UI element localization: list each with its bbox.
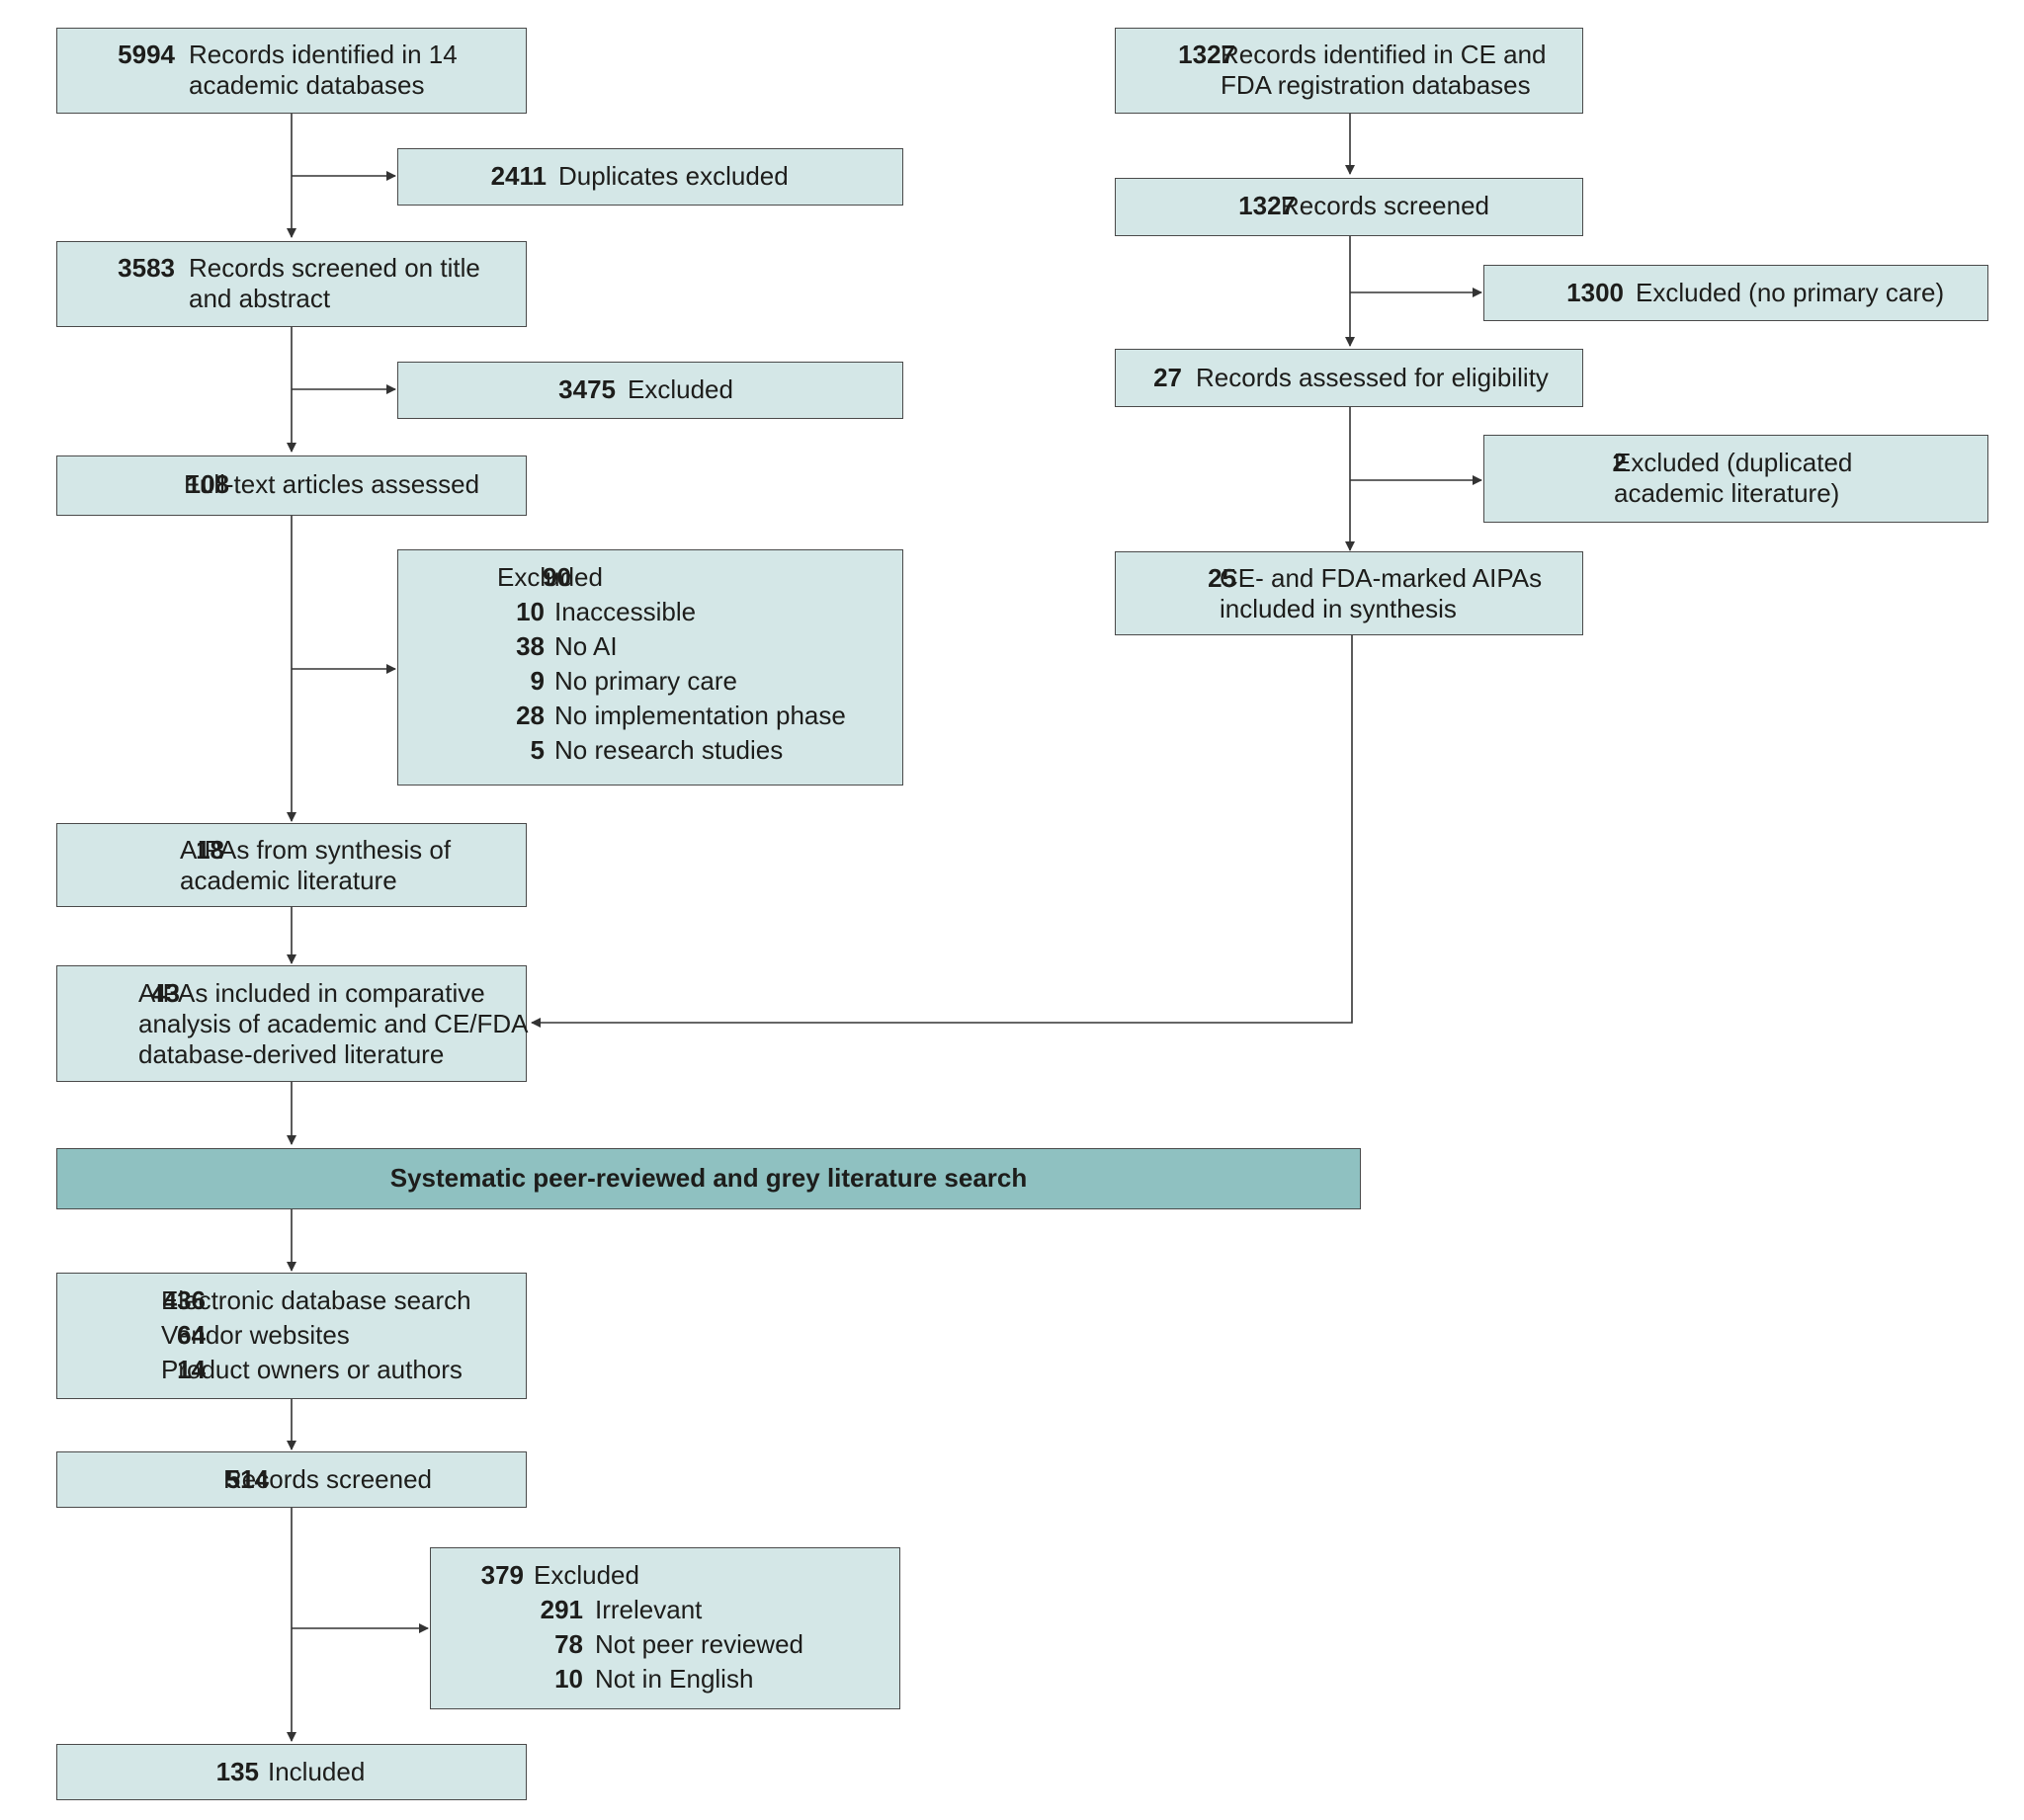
count: 90 <box>543 562 571 592</box>
reason-label: Not peer reviewed <box>595 1629 803 1659</box>
box-excluded-3475: 3475 Excluded <box>397 362 903 419</box>
search-banner: Systematic peer-reviewed and grey litera… <box>56 1148 1361 1209</box>
label-line-1: Records identified in 14 <box>189 40 458 69</box>
label-line-3: database-derived literature <box>138 1039 445 1069</box>
label-line-2: and abstract <box>189 284 331 313</box>
label: Excluded <box>534 1560 639 1590</box>
count: 514 <box>225 1464 269 1494</box>
box-registry-screened: 1327 Records screened <box>1115 178 1583 236</box>
reason-count: 291 <box>540 1595 583 1624</box>
box-registry-included: 25 CE- and FDA-marked AIPAs included in … <box>1115 551 1583 635</box>
label-line-2: analysis of academic and CE/FDA <box>138 1009 529 1038</box>
count: 27 <box>1153 363 1182 392</box>
label-line-2: academic literature <box>180 866 397 895</box>
label-line-2: academic databases <box>189 70 425 100</box>
label: Records assessed for eligibility <box>1196 363 1549 392</box>
source-count: 14 <box>177 1355 206 1384</box>
reason-label: Irrelevant <box>595 1595 703 1624</box>
label: Duplicates excluded <box>558 161 789 191</box>
label-line-1: Records screened on title <box>189 253 480 283</box>
label-line-1: AIPAs from synthesis of <box>180 835 452 865</box>
count: 1327 <box>1238 191 1296 220</box>
label: Excluded <box>497 562 603 592</box>
label: Records screened <box>223 1464 432 1494</box>
count: 379 <box>480 1560 524 1590</box>
reason-count: 5 <box>530 735 545 765</box>
box-academic-synthesis: 18 AIPAs from synthesis of academic lite… <box>56 823 527 907</box>
count: 18 <box>196 835 224 865</box>
reason-count: 78 <box>554 1629 583 1659</box>
box-comparative-analysis: 43 AIPAs included in comparative analysi… <box>56 965 529 1082</box>
count: 5994 <box>118 40 175 69</box>
count: 1327 <box>1178 40 1235 69</box>
box-search-screened: 514 Records screened <box>56 1451 527 1508</box>
source-label: Electronic database search <box>161 1285 471 1315</box>
count: 135 <box>215 1757 259 1786</box>
label: Excluded <box>628 374 733 404</box>
source-label: Product owners or authors <box>161 1355 463 1384</box>
box-fulltext-excluded: 90 Excluded 10 Inaccessible 38 No AI 9 N… <box>397 549 903 786</box>
reason-count: 10 <box>554 1664 583 1694</box>
count: 25 <box>1208 563 1236 593</box>
box-screened-title-abstract: 3583 Records screened on title and abstr… <box>56 241 527 327</box>
label: Full-text articles assessed <box>184 469 480 499</box>
label-line-1: Excluded (duplicated <box>1614 448 1853 477</box>
label-line-1: Records identified in CE and <box>1221 40 1547 69</box>
label-line-2: included in synthesis <box>1220 594 1457 623</box>
box-registry-identified: 1327 Records identified in CE and FDA re… <box>1115 28 1583 114</box>
label-line-2: academic literature) <box>1614 478 1840 508</box>
count: 43 <box>151 978 180 1008</box>
label-line-1: CE- and FDA-marked AIPAs <box>1220 563 1543 593</box>
source-count: 436 <box>162 1285 206 1315</box>
reason-label: No primary care <box>554 666 737 696</box>
reason-label: Inaccessible <box>554 597 697 626</box>
reason-count: 9 <box>530 666 545 696</box>
banner-title: Systematic peer-reviewed and grey litera… <box>389 1163 1028 1193</box>
reason-count: 10 <box>516 597 545 626</box>
box-search-sources: 436 Electronic database search 64 Vendor… <box>56 1273 527 1399</box>
source-label: Vendor websites <box>161 1320 350 1350</box>
box-eligibility: 27 Records assessed for eligibility <box>1115 349 1583 407</box>
arrow-registry-to-comparative <box>531 635 1353 1028</box>
box-search-included: 135 Included <box>56 1744 527 1800</box>
box-search-excluded: 379 Excluded 291 Irrelevant 78 Not peer … <box>430 1547 900 1709</box>
count: 3583 <box>118 253 175 283</box>
count: 2411 <box>490 161 547 191</box>
label: Included <box>268 1757 366 1786</box>
count: 1300 <box>1566 278 1624 307</box>
box-excluded-duplicated: 2 Excluded (duplicated academic literatu… <box>1483 435 1988 523</box>
reason-label: No AI <box>554 631 618 661</box>
reason-count: 38 <box>516 631 545 661</box>
reason-count: 28 <box>516 701 545 730</box>
box-excluded-no-primary-care: 1300 Excluded (no primary care) <box>1483 265 1988 321</box>
label-line-1: AIPAs included in comparative <box>138 978 485 1008</box>
box-duplicates-excluded: 2411 Duplicates excluded <box>397 148 903 206</box>
reason-label: No research studies <box>554 735 784 765</box>
count: 2 <box>1612 448 1627 477</box>
source-count: 64 <box>177 1320 206 1350</box>
reason-label: No implementation phase <box>554 701 846 730</box>
box-academic-identified: 5994 Records identified in 14 academic d… <box>56 28 527 114</box>
reason-label: Not in English <box>595 1664 754 1694</box>
label: Excluded (no primary care) <box>1636 278 1945 307</box>
count: 108 <box>186 469 229 499</box>
count: 3475 <box>558 374 616 404</box>
label: Records screened <box>1281 191 1489 220</box>
label-line-2: FDA registration databases <box>1221 70 1531 100</box>
box-fulltext-assessed: 108 Full-text articles assessed <box>56 455 527 516</box>
